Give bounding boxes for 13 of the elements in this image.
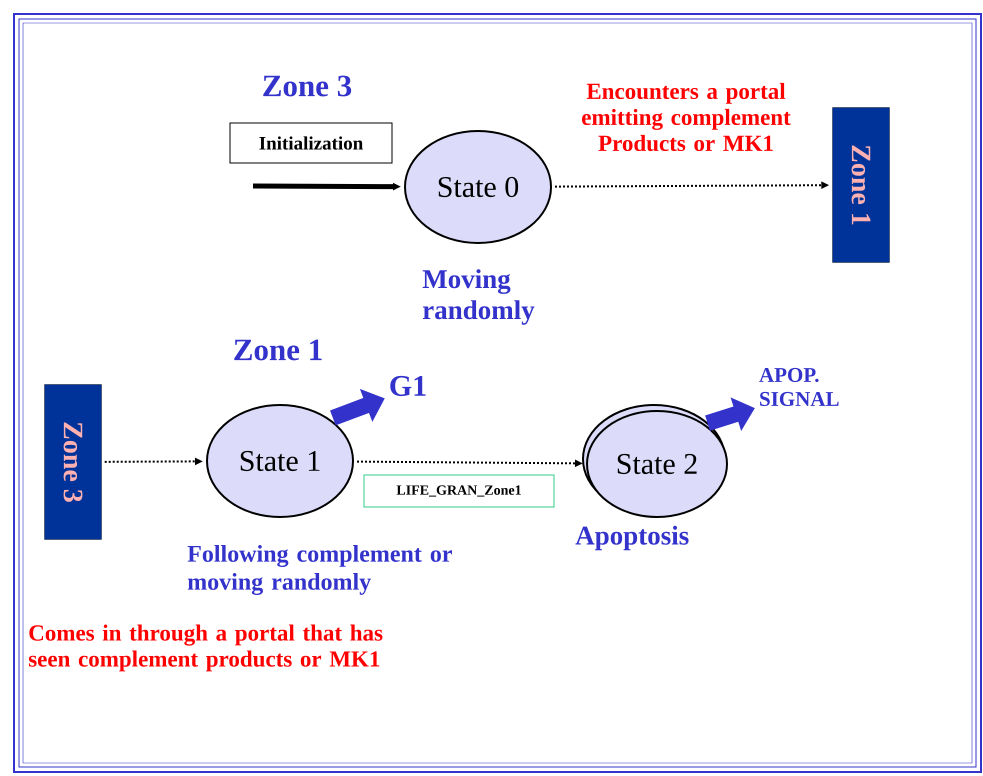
note-text: Comes in through a portal that has seen complement products or MK1 xyxy=(28,624,382,672)
label-box: LIFE_GRAN_Zone1 xyxy=(364,474,554,508)
zone-box: Zone 1 xyxy=(832,107,890,263)
state-caption: Moving randomly xyxy=(422,269,534,325)
state-caption: Following complement or moving randomly xyxy=(188,545,452,595)
zone-box: Zone 3 xyxy=(44,384,102,540)
signal-label: G1 xyxy=(390,376,426,396)
label-box: Initialization xyxy=(230,122,392,164)
zone-heading: Zone 1 xyxy=(234,340,322,360)
state-caption: Apoptosis xyxy=(575,526,689,550)
zone-heading: Zone 3 xyxy=(263,76,352,96)
signal-label: APOP. SIGNAL xyxy=(759,368,839,406)
edge-label: Encounters a portal emitting complement Products or MK1 xyxy=(582,82,791,152)
